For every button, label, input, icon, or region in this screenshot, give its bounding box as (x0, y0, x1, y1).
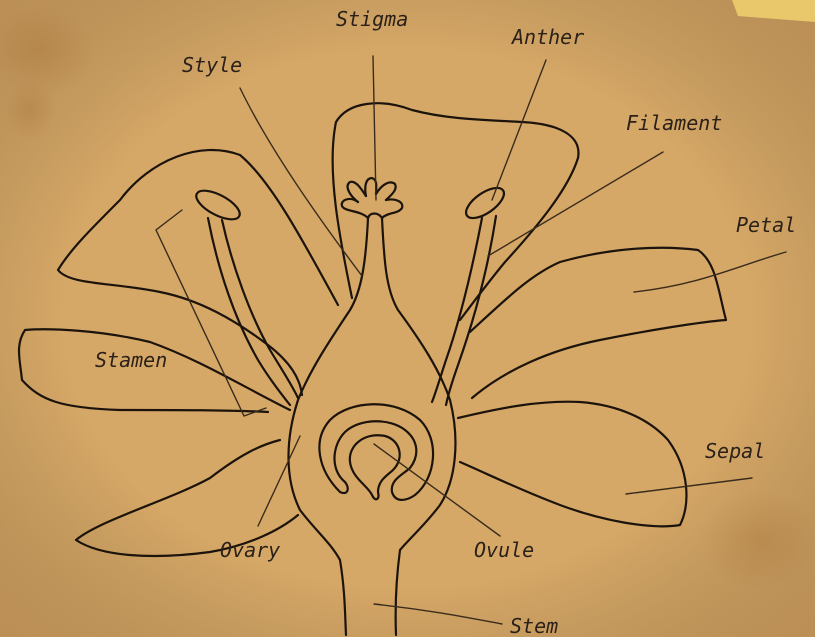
label-sepal: Sepal (705, 439, 765, 463)
label-filament: Filament (626, 111, 722, 135)
label-anther: Anther (510, 25, 584, 49)
label-style: Style (182, 53, 242, 77)
label-stamen: Stamen (95, 348, 167, 372)
label-ovule: Ovule (474, 538, 534, 562)
label-stem: Stem (510, 614, 558, 637)
label-ovary: Ovary (220, 538, 280, 562)
label-petal: Petal (736, 213, 796, 237)
label-stigma: Stigma (336, 7, 408, 31)
